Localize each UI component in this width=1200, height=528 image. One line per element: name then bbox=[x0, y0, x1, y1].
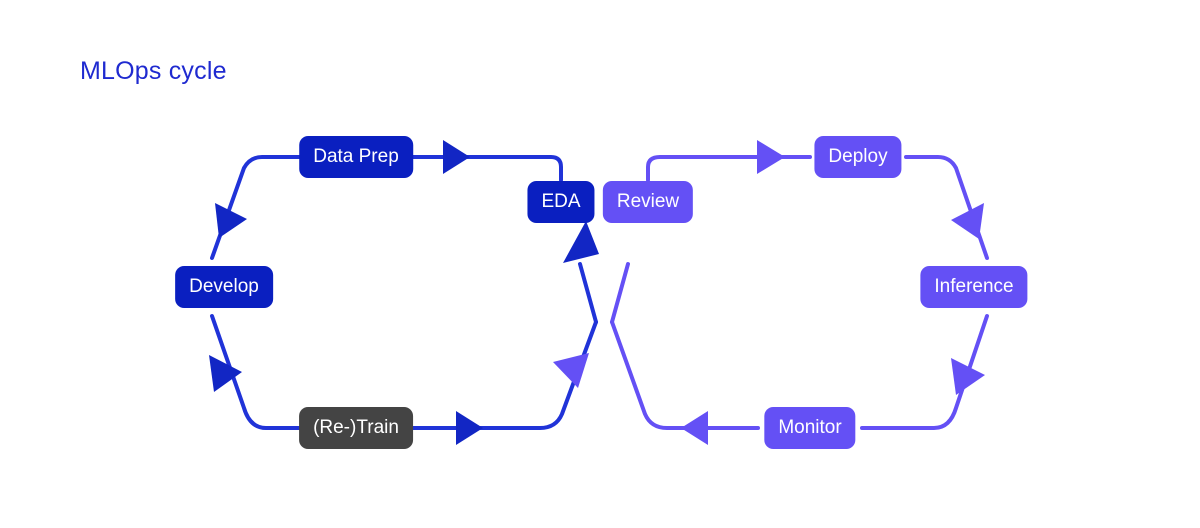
edge-monitor-to-review bbox=[553, 262, 760, 445]
edge-inference-to-monitor bbox=[860, 314, 989, 430]
node-review[interactable]: Review bbox=[602, 181, 694, 223]
node-retrain[interactable]: (Re-)Train bbox=[299, 407, 413, 449]
node-develop[interactable]: Develop bbox=[175, 266, 273, 308]
edge-deploy-to-inference bbox=[904, 155, 989, 260]
edge-review-to-deploy bbox=[646, 140, 812, 182]
edge-retrain-to-eda bbox=[402, 221, 599, 445]
node-deploy[interactable]: Deploy bbox=[814, 136, 902, 178]
node-eda[interactable]: EDA bbox=[527, 181, 595, 223]
node-inference[interactable]: Inference bbox=[920, 266, 1028, 308]
edge-eda-to-data-prep bbox=[402, 140, 563, 182]
node-monitor[interactable]: Monitor bbox=[764, 407, 856, 449]
edge-data-prep-to-develop bbox=[210, 155, 310, 260]
edge-develop-to-retrain bbox=[209, 314, 310, 430]
node-data-prep[interactable]: Data Prep bbox=[299, 136, 413, 178]
page-title: MLOps cycle bbox=[80, 57, 227, 85]
